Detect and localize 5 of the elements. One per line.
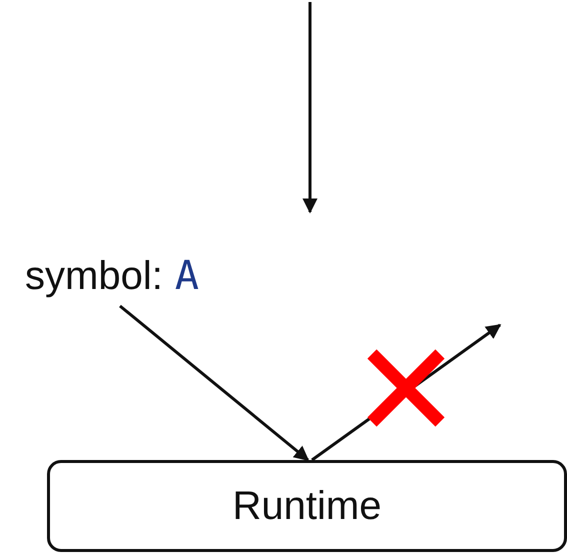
arrow	[119, 304, 310, 462]
process-box	[47, 460, 567, 552]
label-text: symbol:	[25, 253, 163, 300]
box-label: Runtime	[232, 483, 382, 530]
symbol-name: A	[174, 252, 199, 300]
